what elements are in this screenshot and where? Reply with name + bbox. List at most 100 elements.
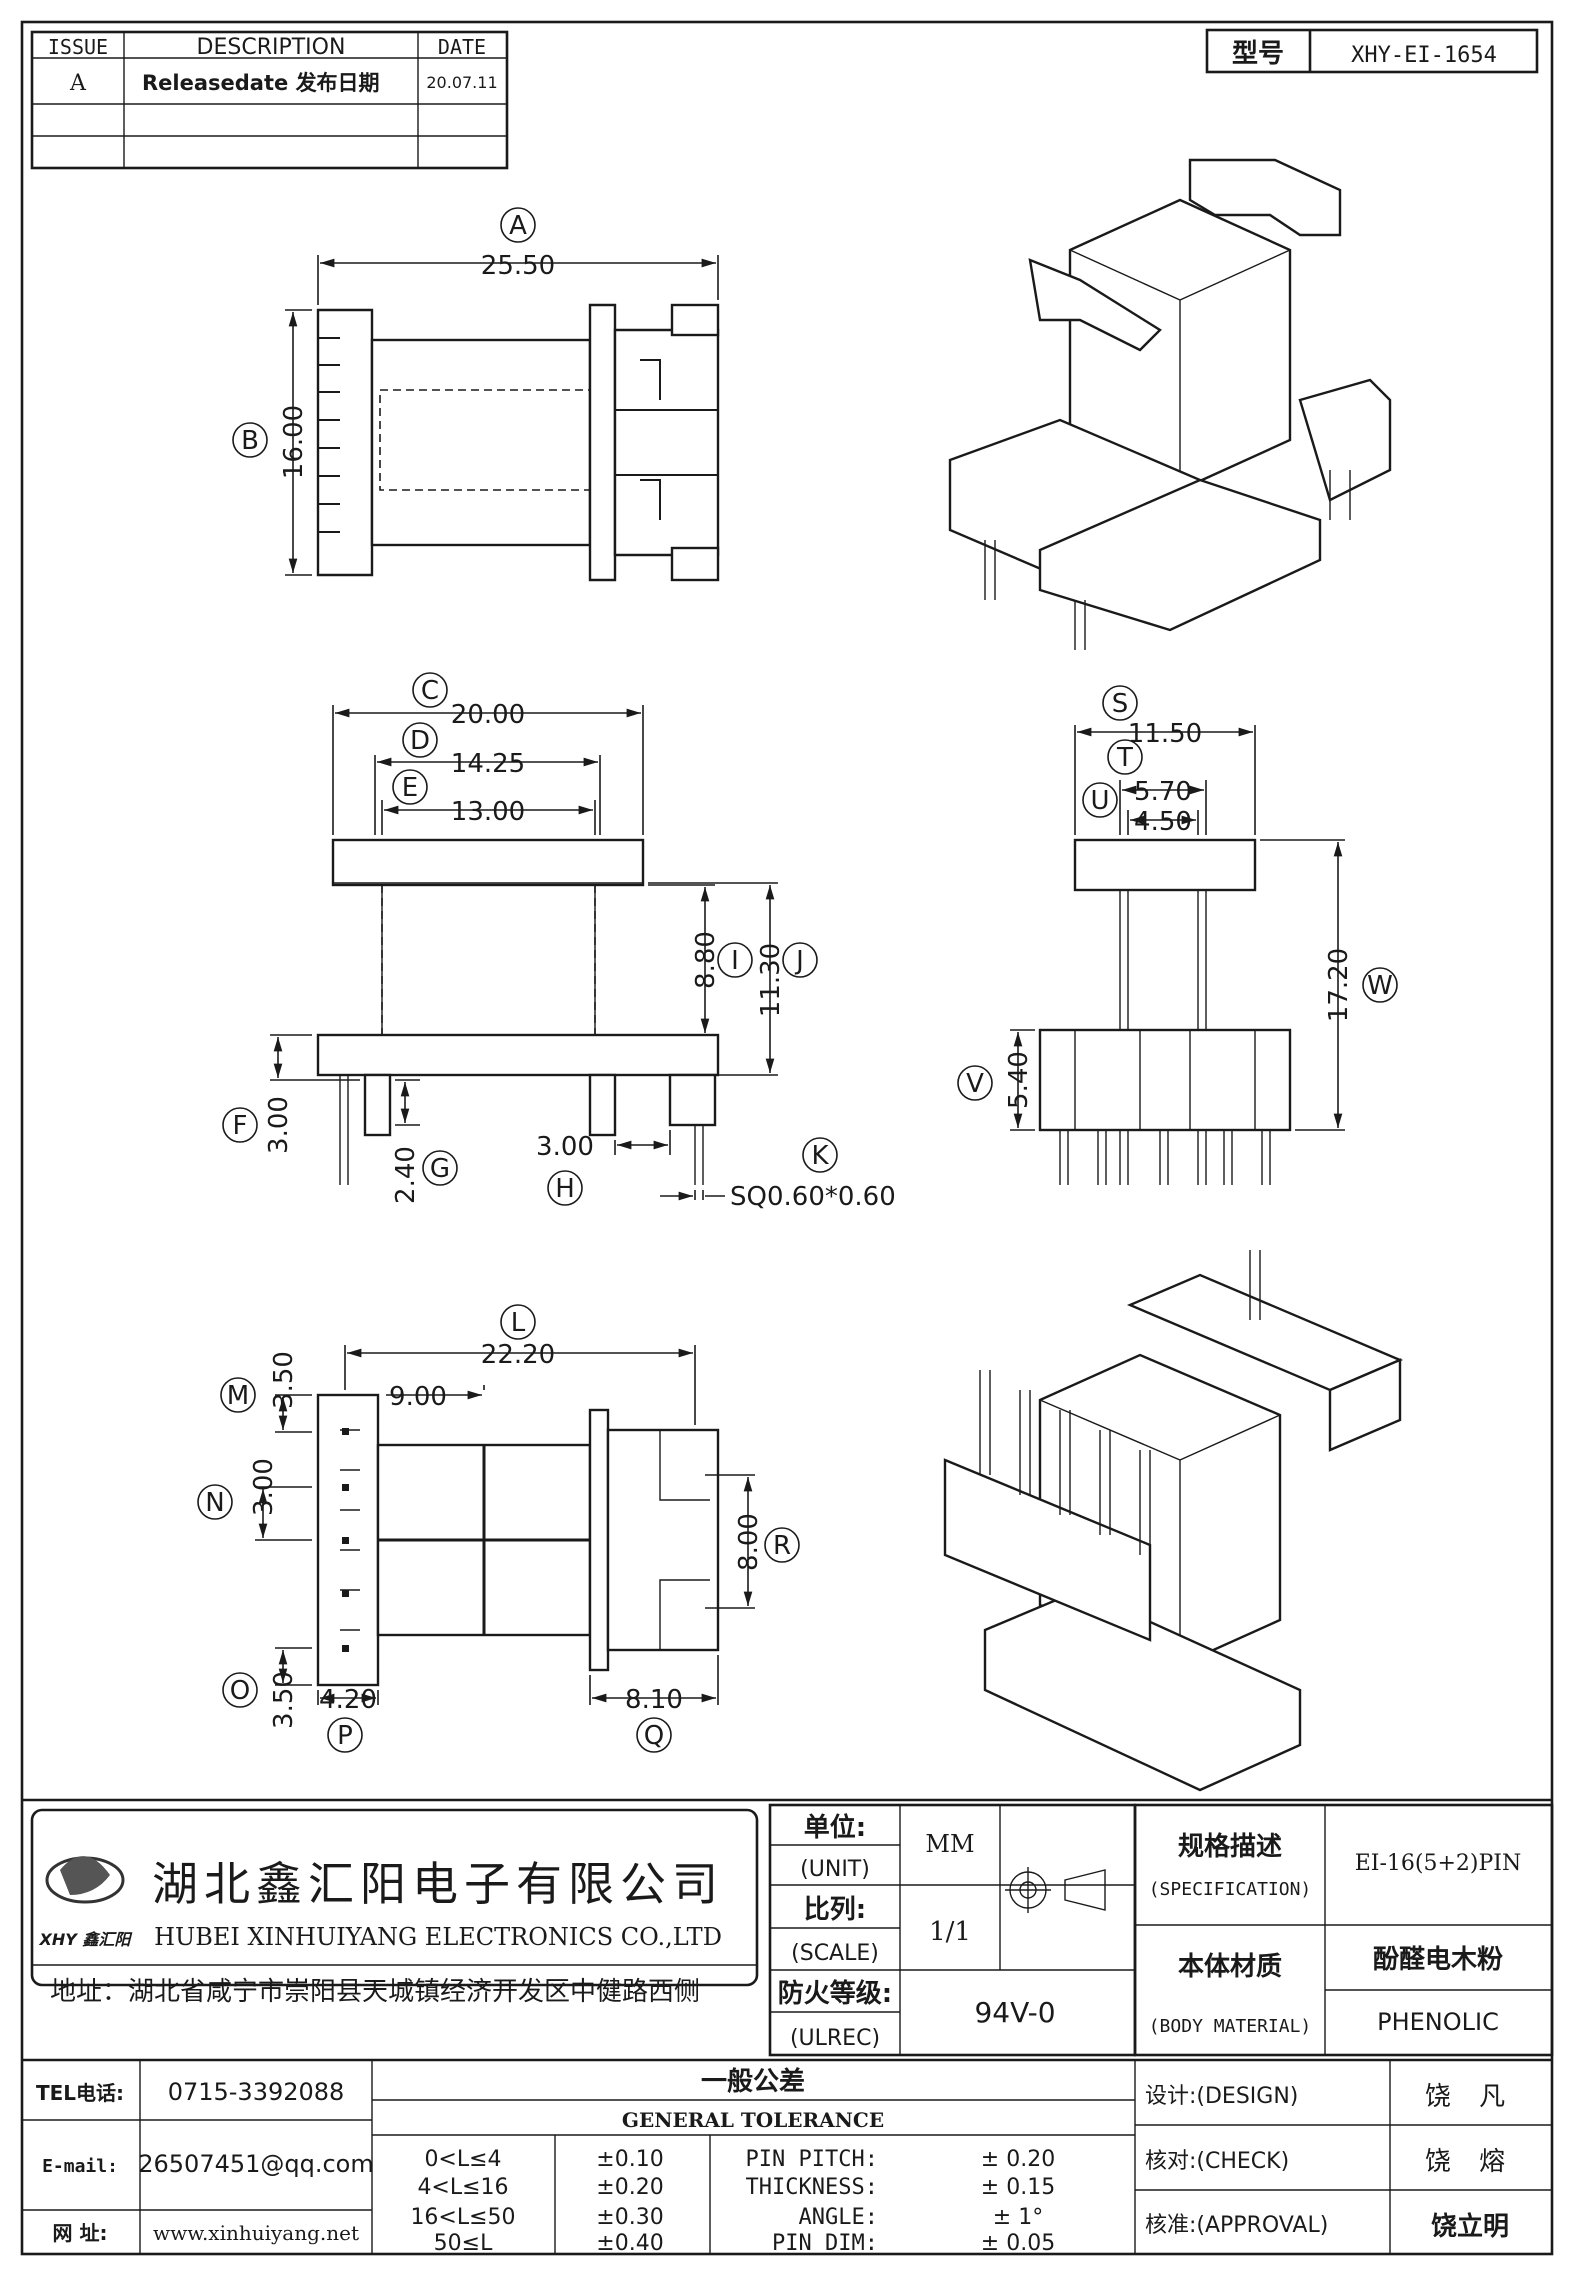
dim-K-value: SQ0.60*0.60: [730, 1182, 896, 1212]
letter-T: T: [1116, 743, 1133, 773]
tolerance-title-en: GENERAL TOLERANCE: [622, 2108, 884, 2132]
tolerance-value-2: ±0.30: [596, 2205, 663, 2230]
dim-S-value: 11.50: [1128, 719, 1202, 749]
ul-label-cn: 防火等级:: [778, 1978, 892, 2009]
letter-E: E: [402, 773, 418, 803]
special-tol-name-1: THICKNESS:: [746, 2175, 878, 2200]
model-value: XHY-EI-1654: [1351, 43, 1497, 68]
unit-value: MM: [925, 1830, 974, 1858]
letter-A: A: [509, 211, 527, 241]
approval-label: 核准:(APPROVAL): [1145, 2213, 1328, 2238]
company-panel: [30, 1808, 759, 1987]
special-tol-name-3: PIN DIM:: [772, 2231, 878, 2256]
material-value-cn: 酚醛电木粉: [1373, 1945, 1503, 1975]
dim-O-value: 3.50: [269, 1671, 299, 1729]
special-tol-value-2: ± 1°: [993, 2205, 1043, 2230]
tolerance-value-0: ±0.10: [596, 2147, 663, 2172]
letter-B: B: [241, 426, 259, 456]
title-block: XHY 鑫汇阳 湖北鑫汇阳电子有限公司 HUBEI XINHUIYANG ELE…: [22, 1798, 1554, 2256]
spec-label-en: (SPECIFICATION): [1149, 1879, 1312, 1900]
dim-L-sub-value: 9.00: [389, 1382, 447, 1412]
special-tol-value-0: ± 0.20: [981, 2147, 1055, 2172]
unit-label-cn: 单位:: [804, 1812, 866, 1843]
material-label-cn: 本体材质: [1178, 1952, 1282, 1982]
isometric-view-bottom: [943, 1250, 1404, 1792]
web-value: www.xinhuiyang.net: [153, 2221, 359, 2245]
isometric-view-top: [948, 158, 1392, 650]
letter-G: G: [430, 1154, 450, 1184]
check-label: 核对:(CHECK): [1145, 2149, 1289, 2174]
revision-issue: A: [69, 71, 87, 96]
revision-table: ISSUE DESCRIPTION DATE A Releasedate 发布日…: [30, 30, 509, 170]
top-view: [285, 255, 720, 582]
dim-A-value: 25.50: [481, 251, 555, 281]
projection-symbol-icon: [1005, 1867, 1106, 1913]
tel-value: 0715-3392088: [168, 2078, 345, 2106]
company-name-en: HUBEI XINHUIYANG ELECTRONICS CO.,LTD: [154, 1923, 722, 1951]
email-label: E-mail:: [42, 2156, 118, 2177]
tolerance-range-2: 16<L≤50: [410, 2205, 515, 2230]
dim-N-value: 3.00: [249, 1458, 279, 1516]
scale-label-cn: 比列:: [804, 1895, 866, 1925]
letter-N: N: [205, 1488, 224, 1518]
letter-K: K: [811, 1141, 829, 1171]
letter-P: P: [337, 1721, 353, 1751]
dim-H-value: 3.00: [536, 1132, 594, 1162]
revision-header-description: DESCRIPTION: [197, 35, 346, 60]
tolerance-title-cn: 一般公差: [701, 2066, 805, 2097]
company-name-cn: 湖北鑫汇阳电子有限公司: [152, 1857, 724, 1911]
logo-text: XHY 鑫汇阳: [39, 1930, 134, 1949]
scale-value: 1/1: [929, 1917, 971, 1947]
letter-I: I: [731, 946, 739, 976]
front-view: [270, 705, 778, 1201]
dim-R-value: 8.00: [734, 1513, 764, 1571]
dim-U-value: 4.50: [1134, 807, 1192, 837]
dim-F-value: 3.00: [264, 1096, 294, 1154]
company-address: 地址：湖北省咸宁市崇阳县天城镇经济开发区中健路西侧: [50, 1977, 700, 2007]
letter-J: J: [794, 946, 804, 976]
ul-value: 94V-0: [974, 1996, 1055, 2029]
tolerance-range-3: 50≤L: [434, 2231, 493, 2256]
sheet-border: [20, 20, 1554, 2256]
scale-label-en: (SCALE): [791, 1941, 879, 1966]
letter-H: H: [555, 1174, 575, 1204]
letter-W: W: [1367, 971, 1393, 1001]
email-value: 26507451@qq.com: [138, 2150, 374, 2178]
dim-T-value: 5.70: [1134, 777, 1192, 807]
dim-B-value: 16.00: [279, 405, 309, 479]
special-tol-value-3: ± 0.05: [981, 2231, 1055, 2256]
tolerance-value-1: ±0.20: [596, 2175, 663, 2200]
dim-I-value: 8.80: [691, 931, 721, 989]
letter-O: O: [230, 1676, 250, 1706]
dim-D-value: 14.25: [451, 749, 525, 779]
revision-header-issue: ISSUE: [48, 35, 108, 59]
tolerance-range-0: 0<L≤4: [424, 2147, 501, 2172]
letter-M: M: [227, 1381, 249, 1411]
dim-C-value: 20.00: [451, 700, 525, 730]
web-label: 网 址:: [53, 2221, 108, 2245]
letter-L: L: [511, 1308, 526, 1338]
letter-D: D: [410, 726, 430, 756]
tolerance-range-1: 4<L≤16: [417, 2175, 508, 2200]
material-value-en: PHENOLIC: [1377, 2008, 1499, 2036]
letter-Q: Q: [644, 1721, 664, 1751]
dimension-texts: 25.50 16.00 20.00 14.25 13.00 3.00 2.40 …: [249, 251, 1354, 1729]
revision-description: Releasedate 发布日期: [142, 71, 380, 95]
letter-V: V: [966, 1069, 984, 1099]
dim-E-value: 13.00: [451, 797, 525, 827]
dim-M-value: 3.50: [269, 1351, 299, 1409]
dimension-letters: A B C D E F G H I J K L M N O P Q R S T …: [197, 207, 1398, 1753]
letter-S: S: [1112, 689, 1129, 719]
spec-value: EI-16(5+2)PIN: [1355, 1851, 1522, 1876]
model-box: 型号 XHY-EI-1654: [1205, 28, 1539, 74]
ul-label-en: (ULREC): [790, 2026, 880, 2051]
dim-G-value: 2.40: [391, 1146, 421, 1204]
tolerance-value-3: ±0.40: [596, 2231, 663, 2256]
design-label: 设计:(DESIGN): [1145, 2084, 1298, 2109]
design-name: 饶 凡: [1425, 2082, 1515, 2112]
dim-V-value: 5.40: [1004, 1051, 1034, 1109]
special-tol-name-2: ANGLE:: [799, 2205, 878, 2230]
letter-R: R: [773, 1531, 791, 1561]
letter-F: F: [233, 1111, 248, 1141]
